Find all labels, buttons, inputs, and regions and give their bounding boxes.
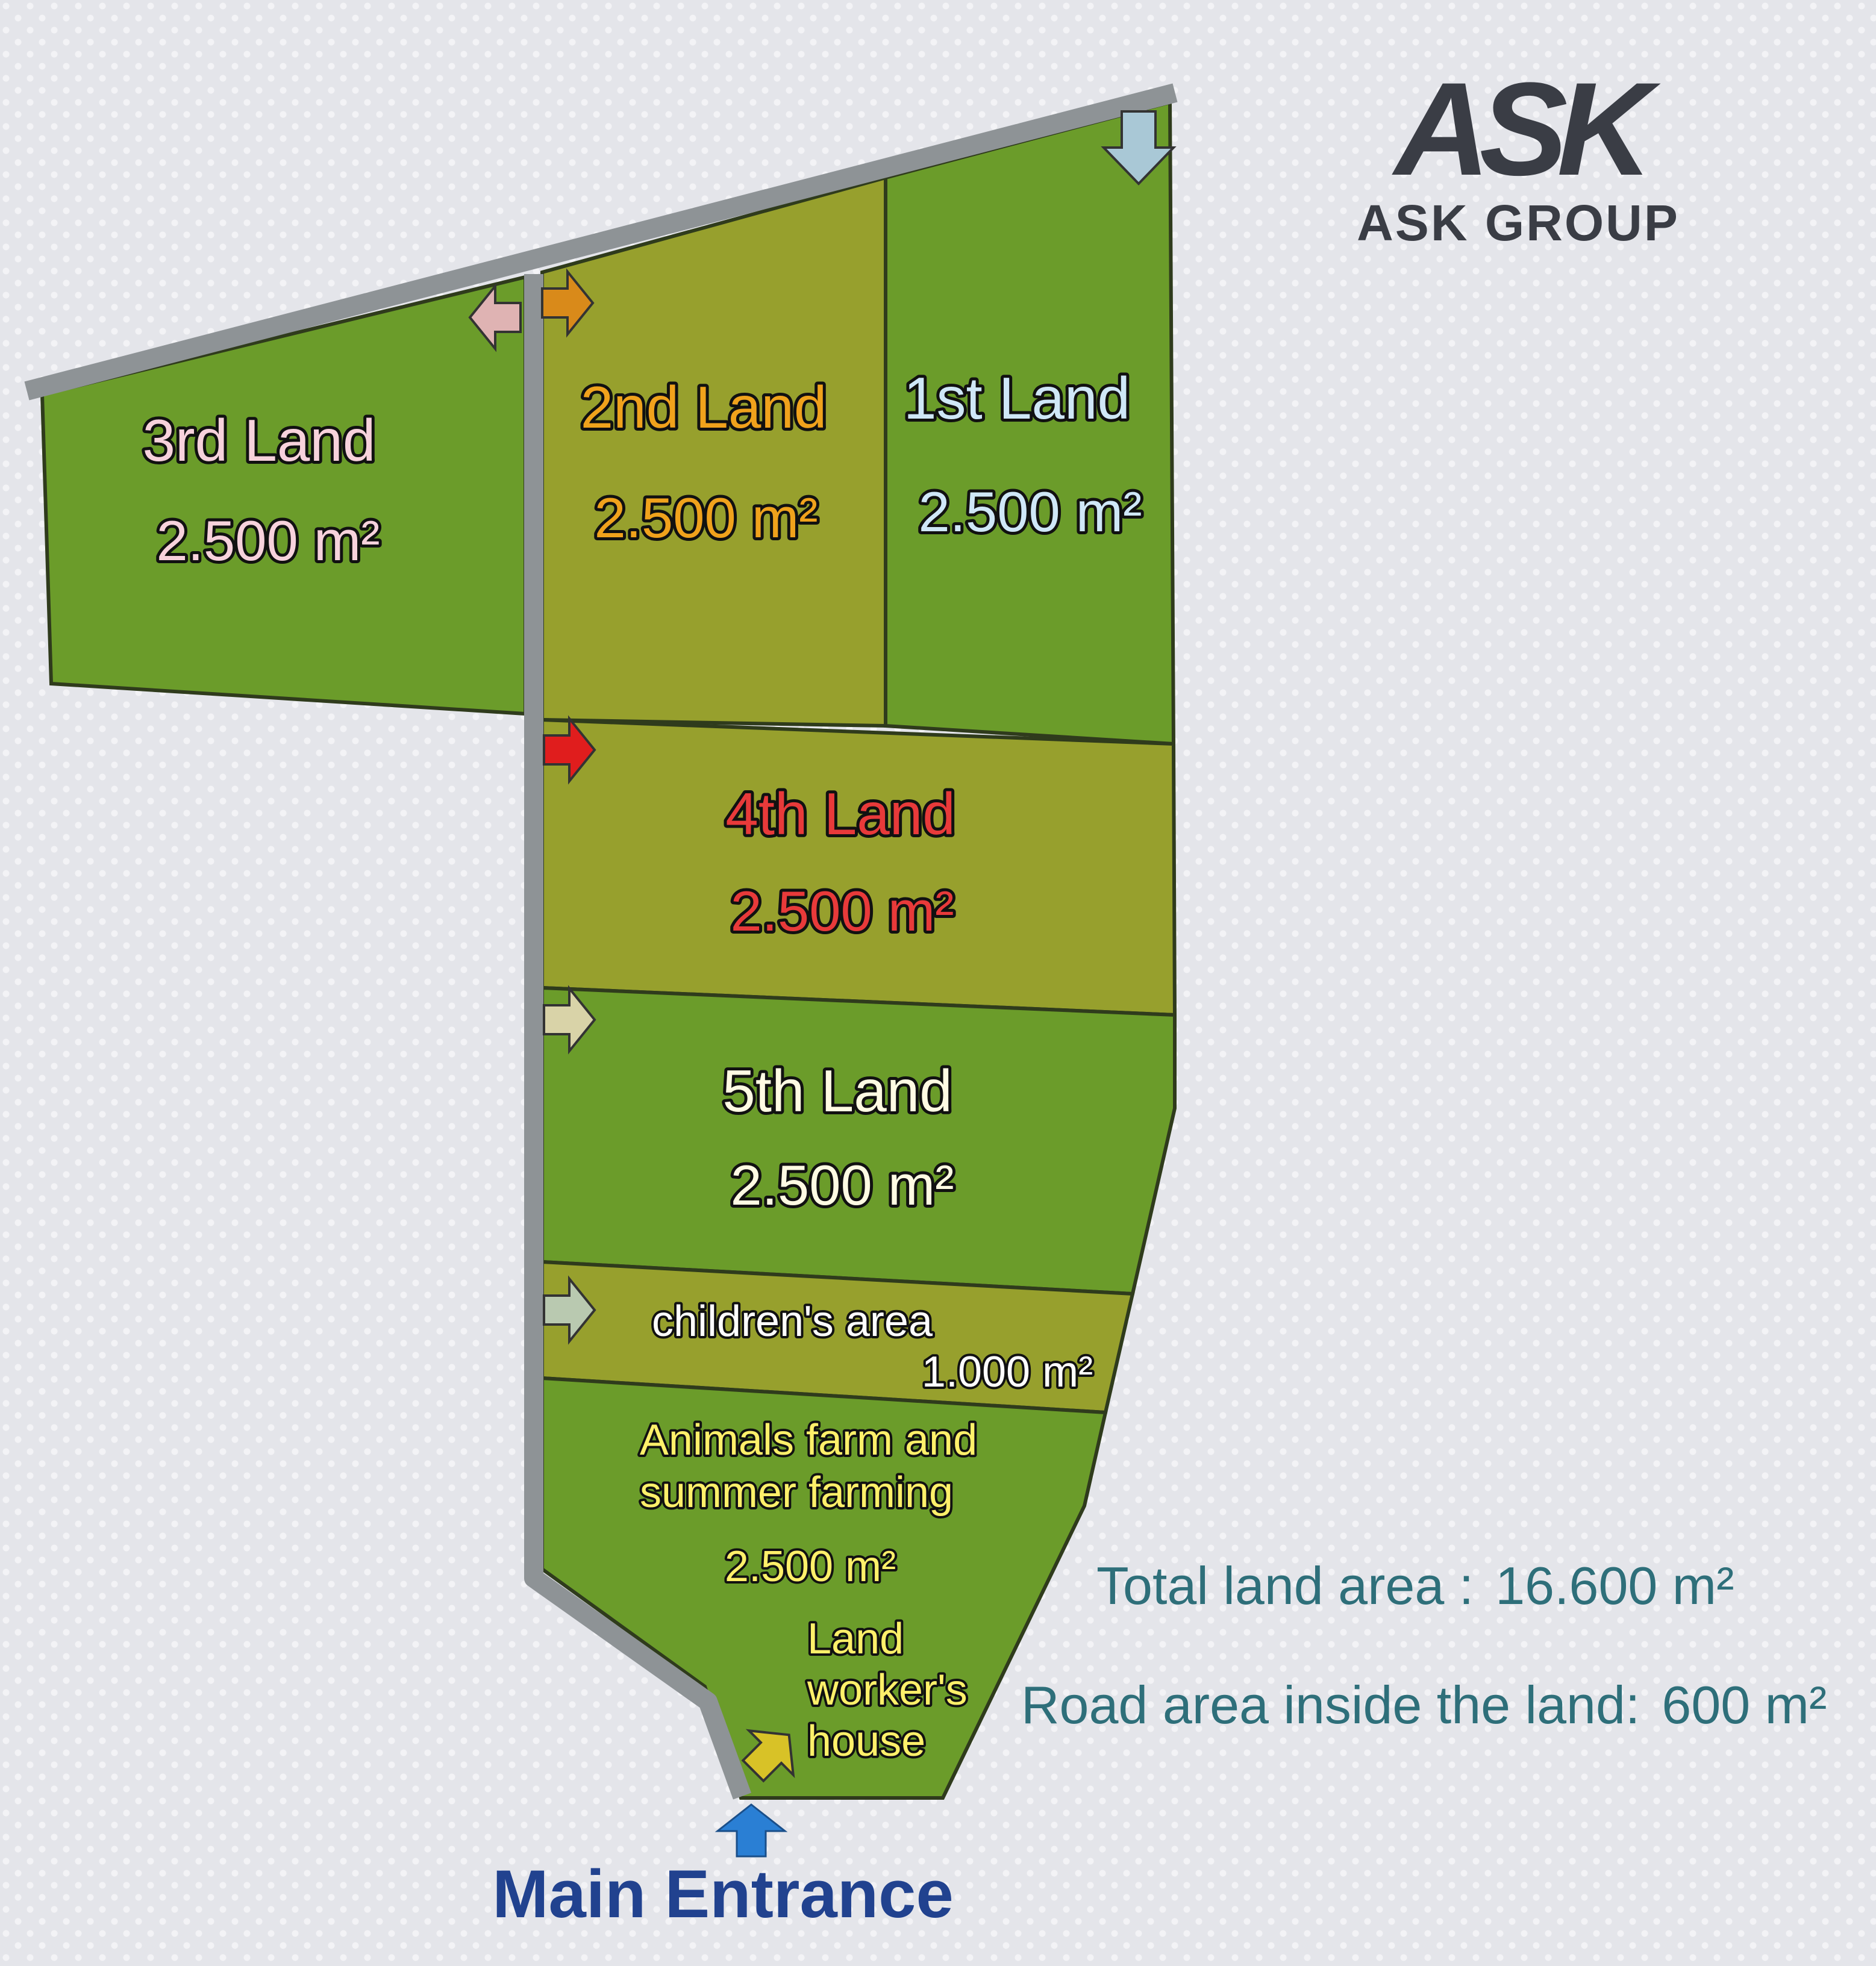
total-land-area-value: 16.600 m² (1495, 1556, 1734, 1615)
brand-name: ASK GROUP (1357, 195, 1680, 251)
main-entrance-label: Main Entrance (492, 1856, 954, 1932)
animals-farm-title-line2: summer farming (640, 1468, 953, 1517)
first-land-area: 2.500 m² (919, 480, 1142, 543)
fifth-land-title: 5th Land (722, 1058, 952, 1124)
second-land-title: 2nd Land (581, 374, 827, 440)
childrens-area-title: children's area (652, 1297, 933, 1346)
second-land-area: 2.500 m² (595, 486, 818, 549)
plot-fifth-land[interactable] (540, 985, 1177, 1296)
worker-house-line1: Land (807, 1615, 904, 1663)
arrow-right-icon (541, 268, 595, 338)
arrow-right-icon (543, 715, 596, 785)
fourth-land-area: 2.500 m² (731, 879, 954, 943)
arrow-right-icon (543, 1275, 596, 1345)
arrow-right-icon (543, 985, 596, 1055)
plot-fourth-land[interactable] (540, 717, 1177, 1017)
fifth-land-area: 2.500 m² (731, 1153, 954, 1217)
plot-third-land[interactable] (40, 275, 527, 716)
logo-mark: ASK (1392, 60, 1662, 203)
worker-house-line2: worker's (807, 1666, 968, 1714)
first-land-title: 1st Land (904, 365, 1130, 431)
internal-road (24, 83, 1178, 401)
total-land-area-label: Total land area : (1096, 1556, 1474, 1615)
animals-farm-area: 2.500 m² (725, 1543, 896, 1591)
internal-road-spine (524, 274, 752, 1800)
arrow-down-icon (1101, 110, 1177, 186)
plot-second-land[interactable] (540, 175, 887, 728)
road-area: Road area inside the land: 600 m² (1021, 1674, 1827, 1736)
third-land-title: 3rd Land (143, 407, 376, 473)
total-land-area: Total land area : 16.600 m² (1096, 1555, 1734, 1617)
fourth-land-title: 4th Land (725, 781, 955, 847)
arrow-up-right-icon (741, 1729, 795, 1783)
plot-animals-farm[interactable] (540, 1376, 1108, 1800)
road-area-value: 600 m² (1662, 1675, 1827, 1735)
childrens-area-size: 1.000 m² (922, 1348, 1093, 1396)
third-land-area: 2.500 m² (157, 509, 380, 572)
entrance-arrow-up-icon (714, 1803, 788, 1858)
ask-logo-icon: ASK (1392, 60, 1672, 203)
arrow-left-icon (468, 282, 522, 352)
worker-house-line3: house (807, 1717, 925, 1765)
animals-farm-title-line1: Animals farm and (640, 1416, 977, 1464)
road-area-label: Road area inside the land: (1021, 1675, 1640, 1735)
